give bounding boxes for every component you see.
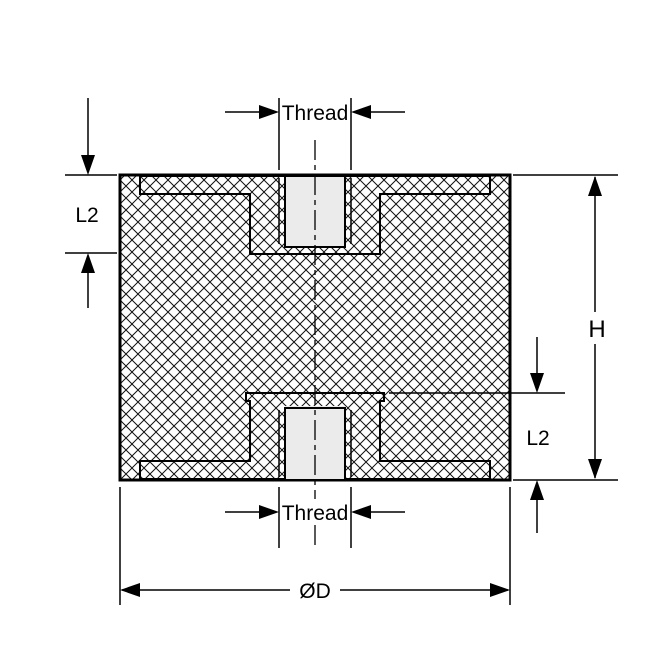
bottom-thread-lines xyxy=(278,410,352,477)
label-background xyxy=(581,312,612,344)
arrowhead-left-icon xyxy=(351,505,371,519)
thread-bottom-label: Thread xyxy=(282,502,349,525)
dim-h-right: H xyxy=(513,174,618,481)
dim-l2-right: L2 xyxy=(389,337,565,533)
label-background xyxy=(281,499,349,525)
l2-left-label: L2 xyxy=(75,204,98,227)
bottom-threaded-insert xyxy=(139,392,491,480)
arrowhead-right-icon xyxy=(259,105,279,119)
bottom-bore-outline xyxy=(284,407,346,479)
top-threaded-insert xyxy=(139,175,491,255)
arrowhead-up-icon xyxy=(588,176,602,196)
diameter-label: ØD xyxy=(299,580,331,603)
arrowhead-up-icon xyxy=(81,253,95,273)
arrowhead-right-icon xyxy=(259,505,279,519)
dim-thread-top: Thread xyxy=(225,98,405,170)
arrowhead-up-icon xyxy=(530,480,544,500)
label-background xyxy=(281,99,349,125)
label-background xyxy=(290,576,340,604)
dim-l2-left: L2 xyxy=(65,98,117,308)
arrowhead-down-icon xyxy=(588,459,602,479)
arrowhead-down-icon xyxy=(530,373,544,393)
l2-right-label: L2 xyxy=(526,427,549,450)
dim-diameter: ØD xyxy=(119,487,511,605)
thread-top-label: Thread xyxy=(282,102,349,125)
dim-thread-bottom: Thread xyxy=(225,487,405,548)
arrowhead-left-icon xyxy=(120,583,140,597)
arrowhead-down-icon xyxy=(81,155,95,175)
height-label: H xyxy=(588,316,605,343)
arrowhead-right-icon xyxy=(490,583,510,597)
arrowhead-left-icon xyxy=(351,105,371,119)
top-thread-lines xyxy=(278,178,352,244)
